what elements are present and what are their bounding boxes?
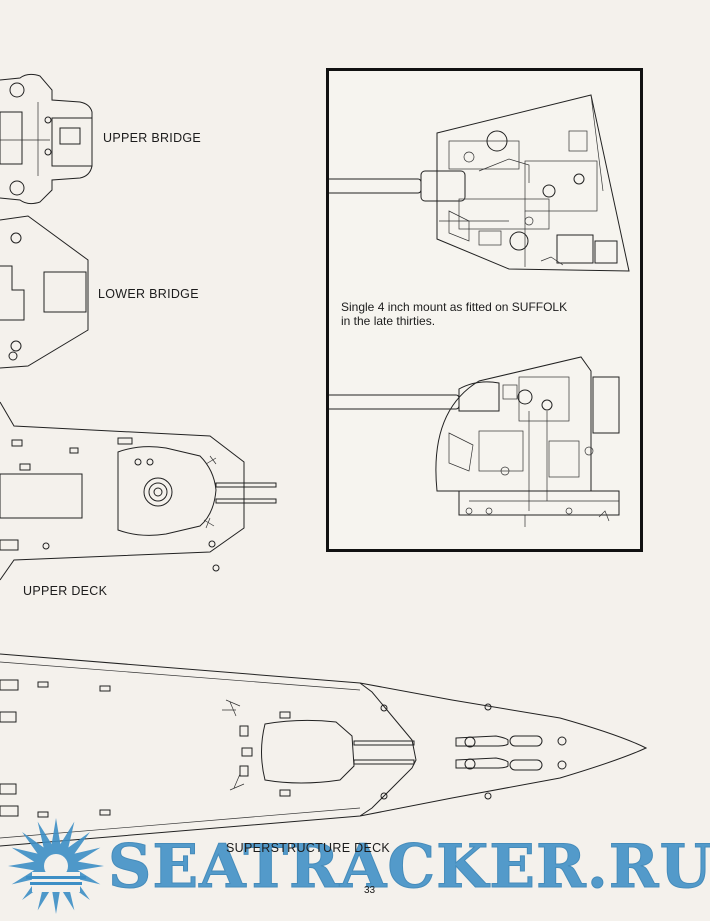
upper-bridge-label: UPPER BRIDGE (103, 131, 202, 145)
sun-burst-icon (8, 818, 104, 914)
lower-bridge-label: LOWER BRIDGE (98, 287, 199, 301)
page-number: 33 (364, 885, 376, 896)
caption-line-1: Single 4 inch mount as fitted on SUFFOLK (341, 300, 568, 314)
superstructure-deck-plan (0, 653, 648, 847)
mount-plan-view (329, 94, 630, 272)
mount-illustration-frame: Single 4 inch mount as fitted on SUFFOLK… (326, 68, 643, 552)
upper-bridge-plan (0, 73, 93, 205)
mount-caption: Single 4 inch mount as fitted on SUFFOLK… (341, 300, 567, 328)
caption-line-2: in the late thirties. (341, 314, 436, 328)
superstructure-deck-label: SUPERSTRUCTURE DECK (226, 841, 391, 855)
gun-mount-drawing (329, 94, 630, 527)
watermark-text: SEATRACKER.RU (108, 832, 710, 903)
upper-deck-plan (0, 401, 277, 581)
mount-side-view (329, 356, 620, 527)
lower-bridge-plan (0, 215, 89, 369)
upper-deck-label: UPPER DECK (23, 584, 108, 598)
